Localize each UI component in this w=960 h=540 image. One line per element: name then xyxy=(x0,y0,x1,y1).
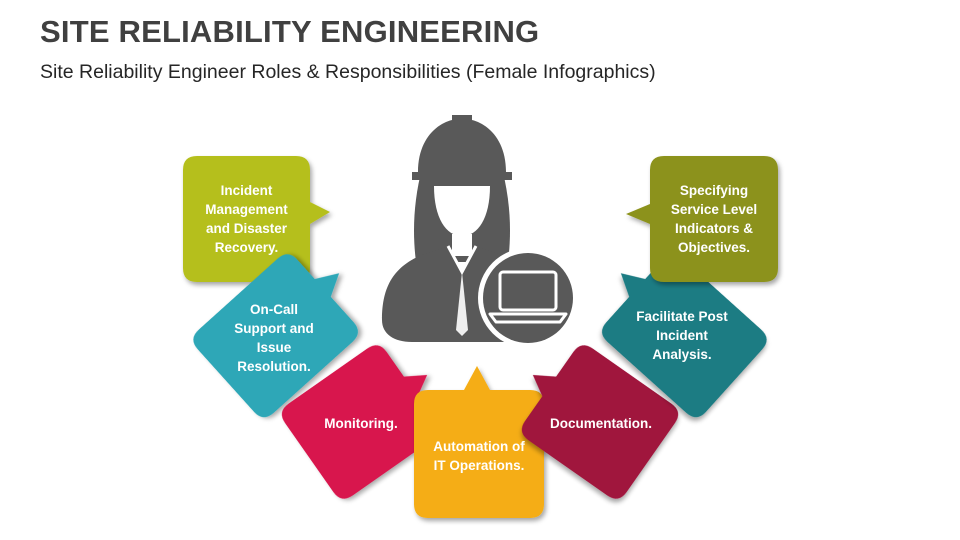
post-incident-label: Facilitate Post Incident Analysis. xyxy=(636,308,728,362)
on-call-support-box xyxy=(193,254,358,418)
page-title: SITE RELIABILITY ENGINEERING xyxy=(40,14,540,49)
slo-label: Specifying Service Level Indicators & Ob… xyxy=(670,183,758,255)
slo-box xyxy=(626,156,778,282)
automation-box xyxy=(414,366,544,518)
laptop-icon xyxy=(478,248,578,348)
monitoring-box xyxy=(281,345,439,499)
incident-management-box xyxy=(183,156,330,282)
documentation-box xyxy=(521,345,679,499)
post-incident-box xyxy=(602,254,767,418)
page-subtitle: Site Reliability Engineer Roles & Respon… xyxy=(40,61,656,83)
automation-label: Automation of IT Operations. xyxy=(433,439,525,473)
on-call-support-label: On-Call Support and Issue Resolution. xyxy=(234,302,314,374)
monitoring-label: Monitoring. xyxy=(324,415,398,431)
documentation-label: Documentation. xyxy=(549,415,652,431)
incident-management-label: Incident Management and Disaster Recover… xyxy=(205,183,288,255)
